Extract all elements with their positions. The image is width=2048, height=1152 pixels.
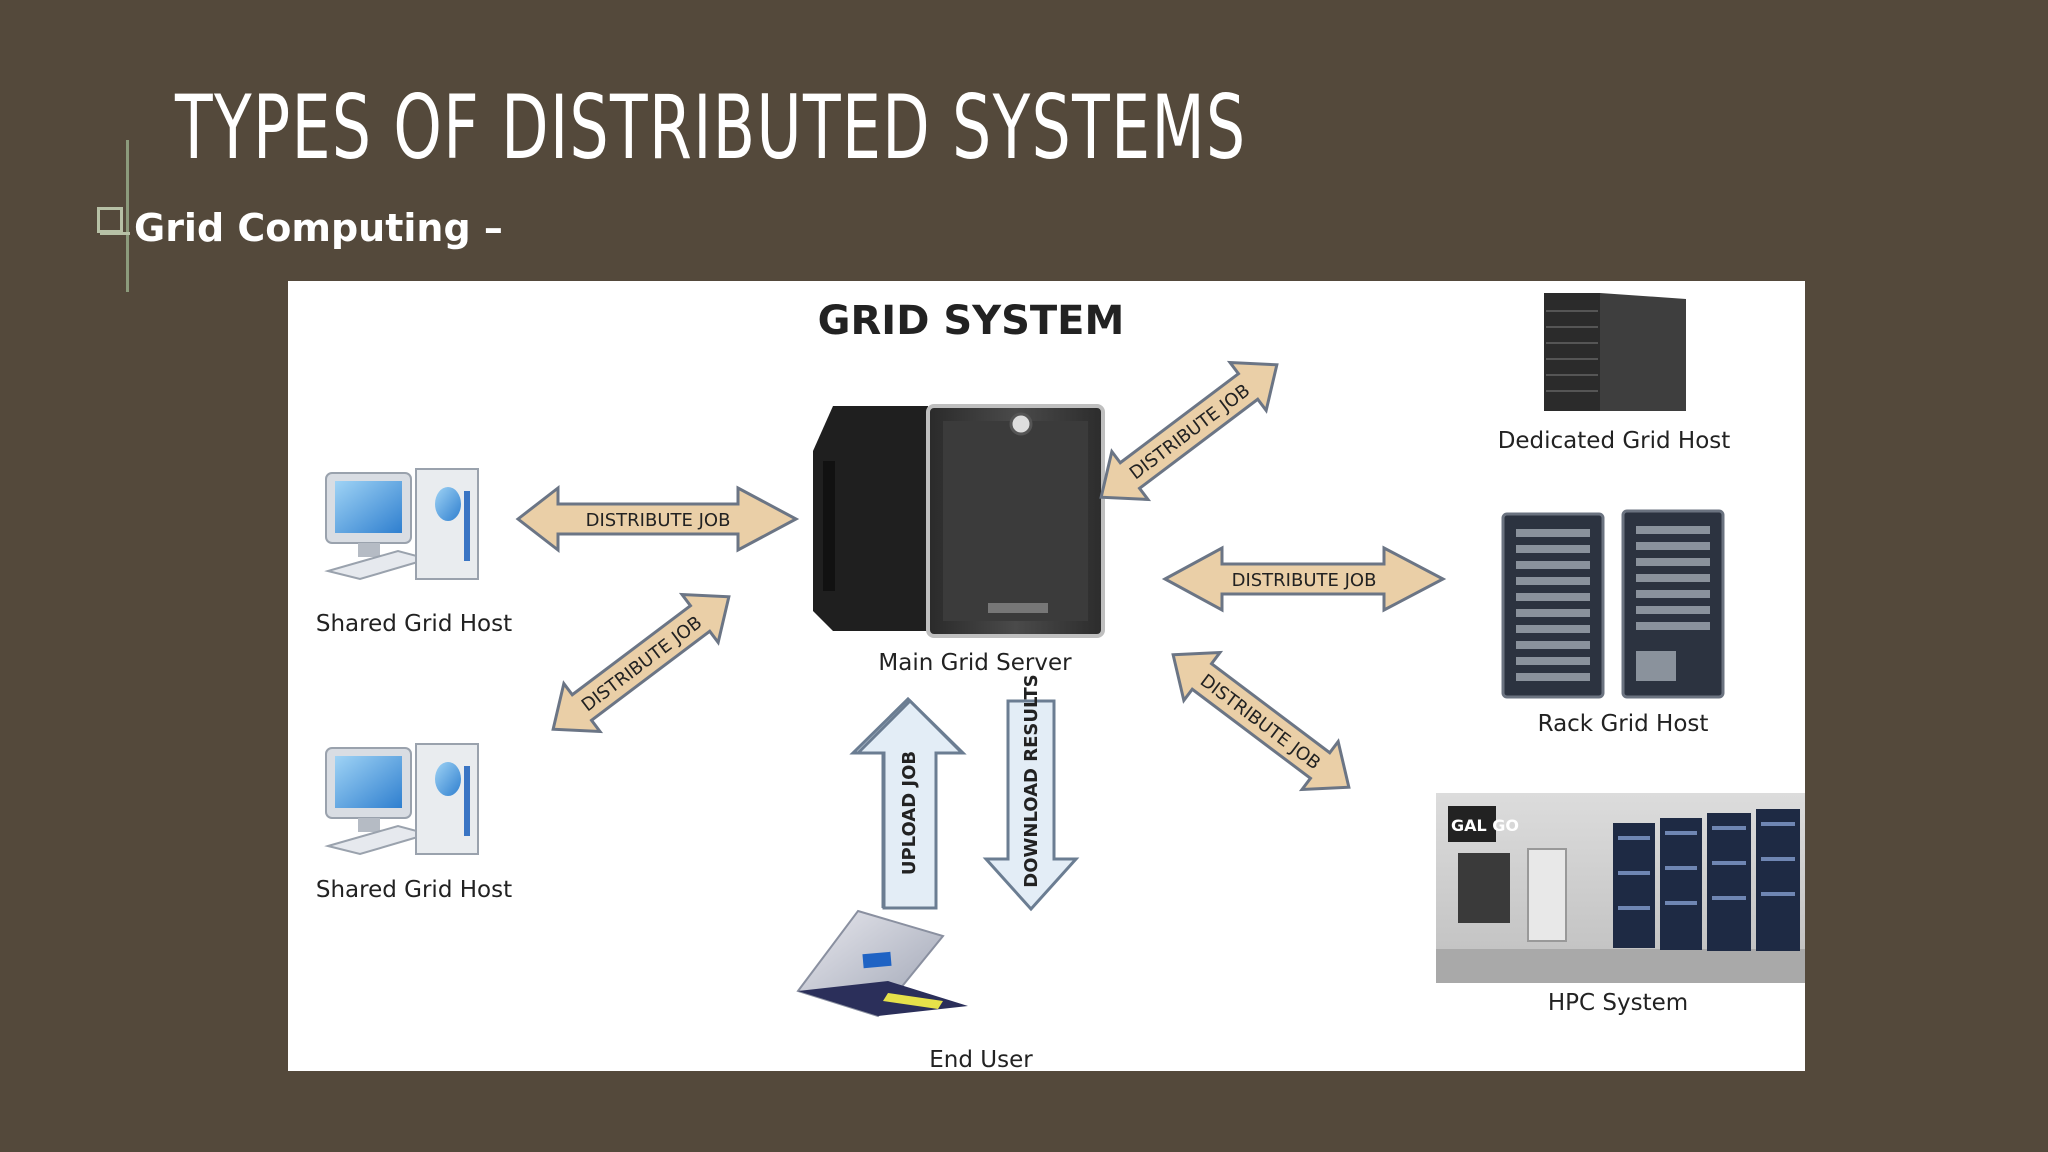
shared-host-2-label: Shared Grid Host	[316, 877, 512, 903]
grid-system-diagram: GRID SYSTEM Main Grid Server Shared Grid…	[288, 281, 1805, 1071]
bullet-connector	[100, 232, 130, 235]
rack-host-icon	[1501, 509, 1725, 699]
distribute-job-arrow-right: DISTRIBUTE JOB	[1161, 545, 1447, 613]
bullet-square-icon	[97, 207, 123, 233]
main-server-icon	[813, 404, 1105, 638]
bullet-text: Grid Computing –	[134, 206, 503, 250]
slide-title: TYPES OF DISTRIBUTED SYSTEMS	[175, 76, 1247, 179]
download-results-label: DOWNLOAD RESULTS	[1021, 674, 1042, 887]
shared-host-1-label: Shared Grid Host	[316, 611, 512, 637]
distribute-job-label-lower-right: DISTRIBUTE JOB	[1196, 670, 1324, 774]
accent-divider	[126, 140, 129, 292]
main-server-label: Main Grid Server	[878, 650, 1072, 676]
distribute-job-arrow-left: DISTRIBUTE JOB	[515, 484, 800, 554]
upload-job-label: UPLOAD JOB	[899, 751, 920, 875]
diagram-title: GRID SYSTEM	[818, 298, 1125, 344]
hpc-logo: GAL GO	[1451, 816, 1519, 835]
distribute-job-label-right: DISTRIBUTE JOB	[1232, 570, 1377, 591]
download-results-arrow: DOWNLOAD RESULTS	[982, 674, 1080, 912]
end-user-laptop-icon	[796, 909, 968, 1018]
distribute-job-label-left: DISTRIBUTE JOB	[586, 510, 731, 531]
rack-host-label: Rack Grid Host	[1538, 711, 1709, 737]
distribute-job-arrow-lower-left: DISTRIBUTE JOB	[551, 592, 731, 734]
dedicated-host-label: Dedicated Grid Host	[1498, 428, 1731, 454]
distribute-job-arrow-lower-right: DISTRIBUTE JOB	[1171, 650, 1351, 792]
shared-host-2-icon	[324, 743, 479, 856]
hpc-system-label: HPC System	[1548, 990, 1688, 1016]
upload-job-arrow: UPLOAD JOB	[849, 696, 967, 910]
distribute-job-label-lower-left: DISTRIBUTE JOB	[578, 612, 706, 716]
distribute-job-arrow-upper-right: DISTRIBUTE JOB	[1099, 360, 1279, 502]
dedicated-host-icon	[1544, 293, 1686, 411]
hpc-system-image: GAL GO	[1436, 793, 1805, 983]
shared-host-1-icon	[324, 468, 479, 581]
end-user-label: End User	[929, 1047, 1033, 1071]
distribute-job-label-upper-right: DISTRIBUTE JOB	[1126, 380, 1254, 484]
